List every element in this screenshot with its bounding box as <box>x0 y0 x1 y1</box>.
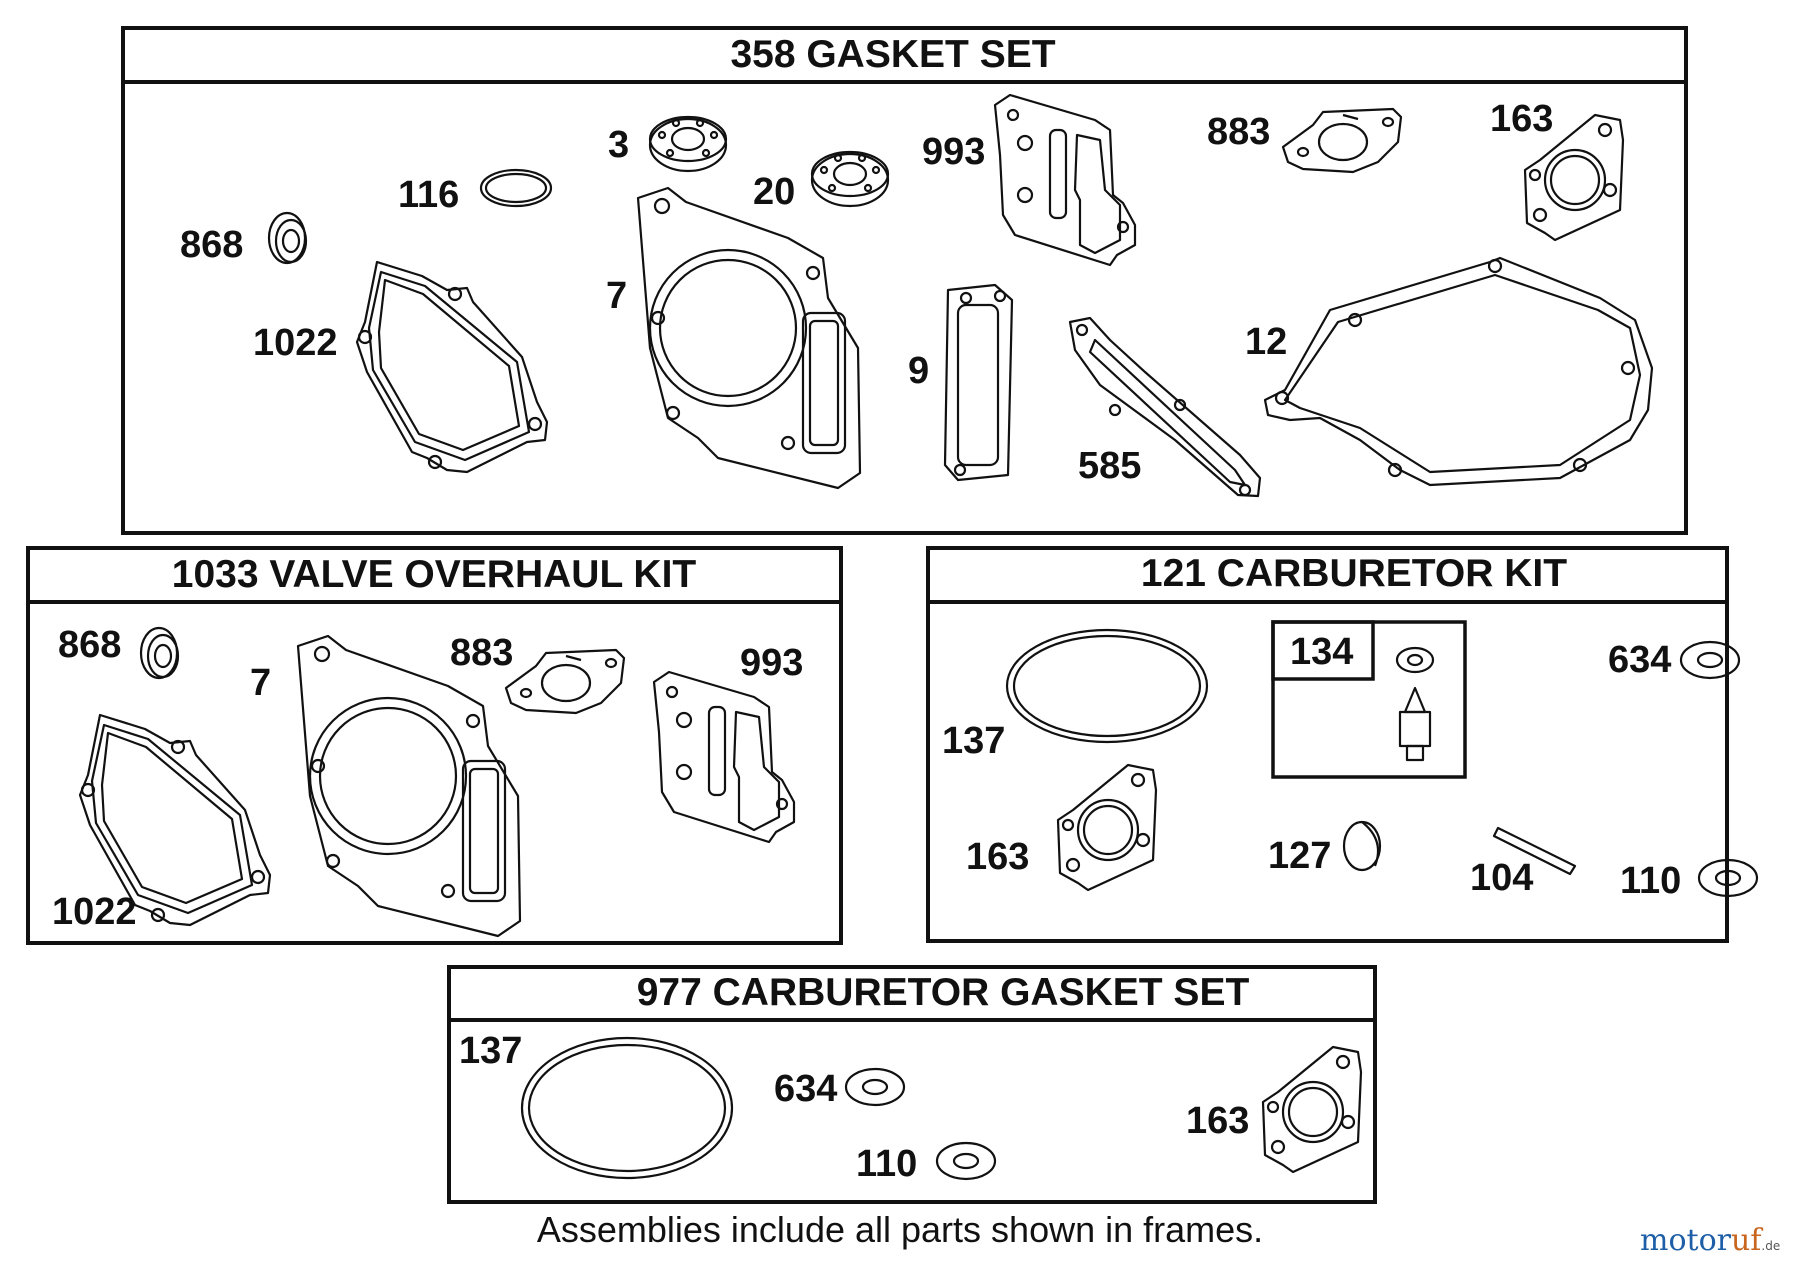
callout-585: 585 <box>1078 445 1141 487</box>
watermark-logo: motoruf.de <box>1640 1223 1780 1258</box>
callout-993: 993 <box>922 131 985 173</box>
callout-110: 110 <box>1620 860 1681 902</box>
washer-illustration <box>935 1141 997 1181</box>
callout-3: 3 <box>608 124 629 166</box>
o-ring-illustration <box>479 168 553 208</box>
callout-127: 127 <box>1268 835 1331 877</box>
callout-110: 110 <box>856 1143 917 1185</box>
seal-illustration <box>267 211 308 265</box>
callout-883: 883 <box>450 632 513 674</box>
callout-104: 104 <box>1470 857 1533 899</box>
head-gasket-illustration <box>296 634 522 938</box>
plate-gasket-illustration <box>993 93 1137 267</box>
washer-illustration <box>844 1067 906 1107</box>
callout-12: 12 <box>1245 321 1287 363</box>
callout-7: 7 <box>606 275 627 317</box>
seal-illustration <box>139 626 180 680</box>
needle-seat-inset: 134 <box>1271 620 1467 779</box>
crankcase-gasket-illustration <box>1263 256 1654 487</box>
footnote: Assemblies include all parts shown in fr… <box>537 1209 1263 1250</box>
svg-text:motoruf.de: motoruf.de <box>1640 1223 1780 1258</box>
carb-o-ring-illustration <box>1005 628 1209 744</box>
callout-883: 883 <box>1207 111 1270 153</box>
callout-9: 9 <box>908 350 929 392</box>
carb-gasket-set-frame: 977 CARBURETOR GASKET SET 137 634 110 16… <box>447 965 1377 1204</box>
callout-163: 163 <box>1490 98 1553 140</box>
welch-plug-illustration <box>1342 820 1382 872</box>
gasket-set-title: 358 GASKET SET <box>730 33 1055 76</box>
callout-868: 868 <box>58 624 121 666</box>
callout-137: 137 <box>942 720 1005 762</box>
callout-163: 163 <box>1186 1100 1249 1142</box>
washer-illustration <box>1679 640 1741 680</box>
carb-kit-frame: 121 CARBURETOR KIT 134 137 634 163 <box>926 546 1759 943</box>
carb-kit-title: 121 CARBURETOR KIT <box>1141 552 1567 595</box>
callout-20: 20 <box>753 171 795 213</box>
callout-134: 134 <box>1290 631 1353 673</box>
callout-993: 993 <box>740 642 803 684</box>
callout-163: 163 <box>966 836 1029 878</box>
valve-kit-frame: 1033 VALVE OVERHAUL KIT 868 7 883 993 10… <box>26 546 843 945</box>
callout-1022: 1022 <box>52 891 137 933</box>
intake-gasket-illustration <box>1261 1045 1363 1174</box>
plate-gasket-illustration <box>652 670 796 844</box>
callout-634: 634 <box>774 1068 837 1110</box>
callout-137: 137 <box>459 1030 522 1072</box>
valve-kit-title: 1033 VALVE OVERHAUL KIT <box>172 553 697 596</box>
gasket-set-frame: 358 GASKET SET <box>121 26 1688 535</box>
callout-116: 116 <box>398 174 459 216</box>
callout-7: 7 <box>250 662 271 704</box>
passage-gasket-illustration <box>1068 316 1262 498</box>
cover-gasket-illustration <box>355 260 549 474</box>
carb-gasket-set-title: 977 CARBURETOR GASKET SET <box>637 971 1250 1014</box>
callout-1022: 1022 <box>253 322 338 364</box>
spacer-illustration <box>504 648 626 715</box>
head-gasket-illustration <box>636 186 862 490</box>
intake-gasket-illustration <box>1056 763 1158 892</box>
spacer-illustration <box>1281 107 1403 174</box>
bearing-seal-illustration <box>648 115 728 173</box>
pin-illustration <box>1492 826 1577 876</box>
callout-868: 868 <box>180 224 243 266</box>
bearing-seal-illustration <box>810 150 890 208</box>
breather-gasket-illustration <box>943 283 1014 482</box>
carb-o-ring-illustration <box>520 1036 734 1180</box>
callout-634: 634 <box>1608 639 1671 681</box>
